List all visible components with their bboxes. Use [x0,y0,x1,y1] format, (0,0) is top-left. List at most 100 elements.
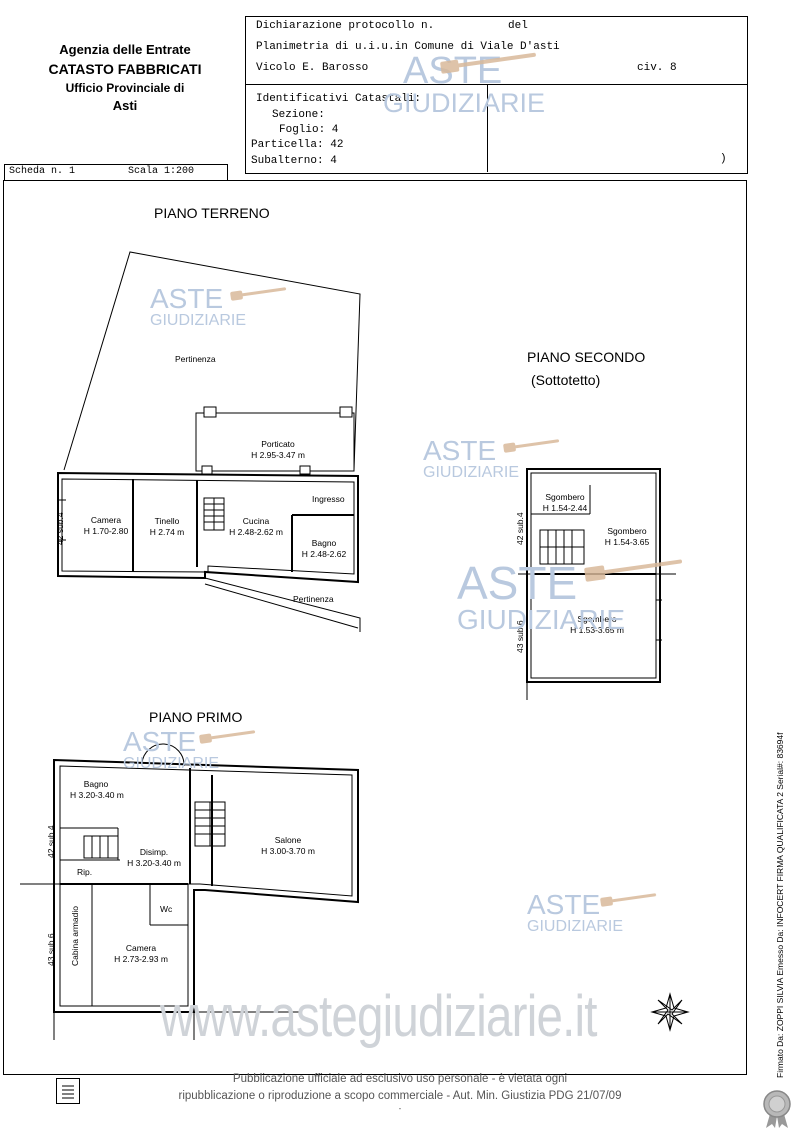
room-sgombero-1-name: Sgombero [545,492,585,502]
room-salone-height: H 3.00-3.70 m [261,846,315,856]
agency-name: Agenzia delle Entrate [59,42,191,57]
watermark-giudiziarie: GIUDIZIARIE [423,464,520,481]
room-bagno-terreno: Bagno H 2.48-2.62 [296,538,352,560]
gavel-icon [199,730,256,744]
room-tinello-height: H 2.74 m [149,527,185,537]
room-cucina: Cucina H 2.48-2.62 m [224,516,288,538]
room-tinello: Tinello H 2.74 m [142,516,192,538]
title-sottotetto: (Sottotetto) [531,372,601,388]
watermark-logo-5: ASTE GIUDIZIARIE [527,891,623,935]
header-vdivider [487,84,488,172]
room-sgombero-2-height: H 1.54-3.65 [604,537,650,547]
title-piano-secondo: PIANO SECONDO [527,349,646,365]
gavel-icon [600,893,657,907]
room-sgombero-2: Sgombero H 1.54-3.65 [598,526,656,548]
room-cucina-name: Cucina [242,516,270,526]
watermark-aste: ASTE [423,435,497,466]
watermark-giudiziarie: GIUDIZIARIE [123,755,220,772]
watermark-giudiziarie: GIUDIZIARIE [383,88,546,118]
title-piano-terreno: PIANO TERRENO [154,205,270,221]
sezione-label: Sezione: [272,109,325,121]
room-ingresso: Ingresso [312,494,345,504]
particella-label: Particella: 42 [251,139,344,151]
watermark-website: www.astegiudiziarie.it [160,984,597,1049]
room-sgombero-3-height: H 1.53-3.65 m [570,625,624,635]
footer-line-2: ripubblicazione o riproduzione a scopo c… [178,1090,622,1102]
identificativi-label: Identificativi Catastali: [256,93,422,105]
room-ripostiglio: Rip. [77,867,93,877]
room-camera-primo-height: H 2.73-2.93 m [114,954,168,964]
planimetria-label: Planimetria di u.i.u.in Comune di Viale … [256,41,560,53]
watermark-aste: ASTE [527,889,601,920]
paren-label: ) [720,153,727,165]
agency-dept: CATASTO FABBRICATI [48,61,202,77]
room-wc: Wc [160,904,173,914]
watermark-giudiziarie: GIUDIZIARIE [457,604,626,635]
room-disimpegno-height: H 3.20-3.40 m [127,858,181,868]
room-camera-primo: Camera H 2.73-2.93 m [110,943,172,965]
room-camera-primo-name: Camera [125,943,157,953]
room-disimpegno-name: Disimp. [139,847,169,857]
dichiarazione-label: Dichiarazione protocollo n. [256,20,435,32]
room-camera-terreno-height: H 1.70-2.80 [83,526,129,536]
watermark-logo-4: ASTE GIUDIZIARIE [123,728,219,772]
signature-vertical: Firmato Da: ZOPPI SILVIA Emesso Da: INFO… [775,732,785,1078]
footer-notice: Pubblicazione ufficiale ad esclusivo uso… [0,1071,800,1113]
document-lines-icon [57,1079,79,1103]
footer-dash: - [398,1104,402,1113]
plan-primo [20,744,358,1040]
header-divider [246,84,747,85]
agency-city: Asti [112,98,138,113]
room-sgombero-3: Sgombero H 1.53-3.65 m [562,614,632,636]
compass-rose [652,994,688,1030]
watermark-aste: ASTE [150,283,224,314]
room-camera-terreno: Camera H 1.70-2.80 [76,515,136,537]
room-salone: Salone H 3.00-3.70 m [250,835,326,857]
watermark-giudiziarie: GIUDIZIARIE [527,918,624,935]
room-porticato-height: H 2.95-3.47 m [251,450,305,460]
room-sgombero-1: Sgombero H 1.54-2.44 [538,492,592,514]
gavel-icon [503,439,560,453]
room-pertinenza-top: Pertinenza [175,354,216,364]
seal-badge-icon [763,1090,791,1128]
scala-label: Scala 1:200 [128,166,195,177]
gavel-icon [230,287,287,301]
room-bagno-terreno-height: H 2.48-2.62 [301,549,347,559]
room-bagno-primo-name: Bagno [83,779,109,789]
room-tinello-name: Tinello [154,516,180,526]
scheda-label: Scheda n. 1 [9,166,76,177]
room-cucina-height: H 2.48-2.62 m [229,527,283,537]
gavel-icon [584,559,683,582]
room-bagno-primo: Bagno H 3.20-3.40 m [70,779,124,801]
room-sgombero-3-name: Sgombero [577,614,617,624]
civ-label: civ. 8 [637,62,677,74]
drawing-frame [3,180,747,1075]
room-bagno-primo-height: H 3.20-3.40 m [70,790,124,800]
watermark-logo-1: ASTE GIUDIZIARIE [150,285,246,329]
room-bagno-terreno-name: Bagno [311,538,337,548]
agency-office: Ufficio Provinciale di [65,81,185,95]
watermark-aste: ASTE [123,726,197,757]
document-icon[interactable] [56,1078,80,1104]
gavel-icon [440,52,536,74]
watermark-giudiziarie: GIUDIZIARIE [150,312,247,329]
room-porticato: Porticato H 2.95-3.47 m [238,439,318,461]
watermark-logo-2: ASTE GIUDIZIARIE [423,437,519,481]
room-camera-terreno-name: Camera [90,515,122,525]
room-pertinenza-bottom: Pertinenza [293,594,334,604]
room-sgombero-2-name: Sgombero [607,526,647,536]
foglio-label: Foglio: 4 [279,124,339,136]
room-sgombero-1-height: H 1.54-2.44 [542,503,588,513]
footer-line-1: Pubblicazione ufficiale ad esclusivo uso… [232,1073,568,1085]
watermark-logo-3: ASTE GIUDIZIARIE [457,560,625,634]
watermark-aste: ASTE [457,557,578,609]
room-disimpegno: Disimp. H 3.20-3.40 m [124,847,184,869]
plan-terreno [58,252,360,632]
subalterno-label: Subalterno: 4 [251,155,337,167]
header-box [245,16,748,174]
room-porticato-name: Porticato [261,439,295,449]
address-label: Vicolo E. Barosso [256,62,369,74]
del-label: del [508,20,528,32]
